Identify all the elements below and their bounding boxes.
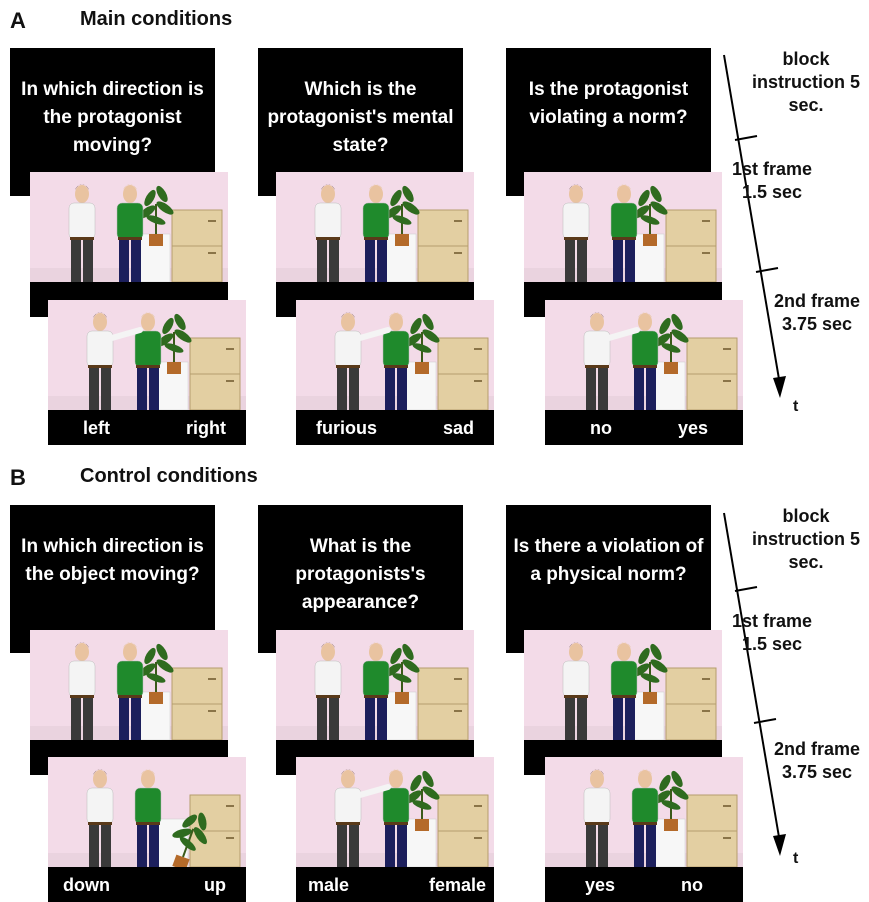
timeline-frame2-label: 2nd frame 3.75 sec [773,739,861,782]
answer-left: furious [316,418,377,438]
second-frame: down up [48,757,246,902]
panel-letter: A [10,8,26,33]
scene-image [524,172,722,282]
scene-image [276,630,474,740]
answer-left: down [63,875,110,895]
first-frame [276,172,474,317]
answer-right: sad [442,418,474,438]
timeline-frame2-label: 2nd frame 3.75 sec [773,291,861,334]
block-instruction-card: In which direction is the protagonist mo… [10,48,215,196]
answer-left: left [83,418,110,438]
scene-image [30,630,228,740]
block-instruction-card: In which direction is the object moving? [10,505,215,653]
scene-image [524,630,722,740]
answer-bar: left right [48,412,246,445]
answer-bar: yes no [545,869,743,902]
second-frame: no yes [545,300,743,445]
timeline-axis-label: t [793,850,799,867]
answer-left: yes [585,875,616,895]
panel-letter: B [10,465,26,490]
panel-title: Control conditions [80,465,258,487]
scene-image [296,300,494,410]
answer-right: yes [677,418,708,438]
second-frame: male female [296,757,494,902]
scene-image [276,172,474,282]
second-frame: left right [48,300,246,445]
timeline-frame1-label: 1st frame 1.5 sec [731,159,813,202]
scene-image [545,757,743,867]
timeline-arrow [723,54,786,398]
first-frame [524,630,722,775]
first-frame [30,630,228,775]
timeline-frame1-label: 1st frame 1.5 sec [731,611,813,654]
second-frame: furious sad [296,300,494,445]
answer-bar: no yes [545,412,743,445]
answer-left: male [308,875,350,895]
scene-image [296,757,494,867]
block-instruction-card: What is the protagonists's appearance? [258,505,463,653]
second-frame: yes no [545,757,743,902]
panel-title: Main conditions [80,8,233,30]
block-instruction-card: Which is the protagonist's mental state? [258,48,463,196]
timeline-arrow [723,512,786,856]
timeline-axis-label: t [793,398,799,415]
scene-image [48,757,246,867]
scene-image [545,300,743,410]
answer-left: no [590,418,612,438]
scene-image [30,172,228,282]
answer-bar: down up [48,869,246,902]
first-frame [276,630,474,775]
timeline-block-label: block instruction 5 sec. [751,49,860,115]
answer-right: right [186,418,226,438]
block-instruction-card: Is there a violation of a physical norm? [506,505,711,653]
answer-right: female [428,875,486,895]
answer-right: no [681,875,703,895]
answer-right: up [204,875,226,895]
answer-bar: furious sad [296,412,494,445]
scene-image [48,300,246,410]
first-frame [524,172,722,317]
answer-bar: male female [296,869,494,902]
first-frame [30,172,228,317]
block-instruction-card: Is the protagonist violating a norm? [506,48,711,196]
timeline-block-label: block instruction 5 sec. [751,506,860,572]
